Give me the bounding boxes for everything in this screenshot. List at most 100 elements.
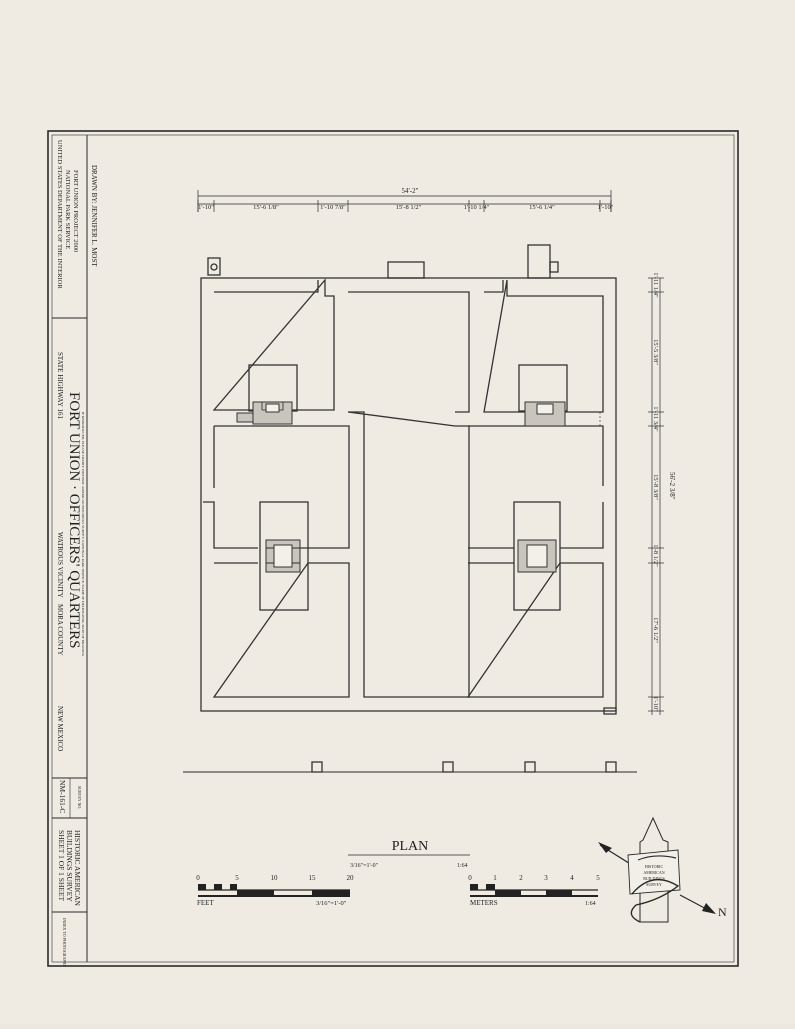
drawn-by: DRAWN BY: JENNIFER L. MOST (90, 165, 98, 267)
monument-text-1: HISTORIC (645, 864, 664, 869)
north-arrow: N HISTORIC AMERICAN BUILDINGS SURVEY (598, 816, 727, 923)
feet-bar-fill (312, 890, 350, 896)
feet-scale-bar (198, 884, 350, 897)
fireplace-nw (236, 401, 293, 425)
index-note: INDEX TO PHOTOGRAPHS (62, 918, 67, 967)
room-w-mid (203, 425, 350, 549)
title-block: DRAWN BY: JENNIFER L. MOST FORT UNION PR… (52, 135, 98, 967)
feet-scale: 0 5 10 15 20 FEET 3/16"=1'-0" (196, 874, 354, 907)
habs-monument-icon: HISTORIC AMERICAN BUILDINGS SURVEY (627, 816, 681, 923)
agency-line-1: NATIONAL PARK SERVICE (64, 170, 71, 249)
feet-tick-label: 15 (309, 874, 317, 882)
agency-line-2: UNITED STATES DEPARTMENT OF THE INTERIOR (56, 140, 63, 289)
right-dim-label: 17'-6 1/2" (652, 617, 659, 643)
monument-text-3: BUILDINGS (643, 876, 665, 881)
monument-text-2: AMERICAN (643, 870, 664, 875)
meters-bar-fill (470, 884, 478, 890)
room-sw (212, 562, 350, 698)
top-dim-label: 1'-10 1/4" (464, 204, 490, 211)
feet-bar-fill (230, 884, 237, 890)
meters-tick-label: 5 (596, 874, 600, 882)
room-ne (483, 279, 604, 413)
right-dimension-ticks (648, 277, 664, 712)
feet-label: FEET (197, 899, 214, 907)
meters-bar-fill (546, 890, 572, 896)
right-dim-label: 1'-11 3/4" (652, 406, 659, 432)
top-dim-label: 1'-10" (198, 204, 214, 211)
meters-bar-fill (495, 890, 521, 896)
feet-scale-ticks: 0 5 10 15 20 (196, 874, 354, 882)
north-arrow-head-icon (702, 903, 716, 914)
right-dim-label: 1'-10" (652, 696, 659, 712)
room-e-mid (468, 425, 604, 549)
sheet-inner-border (51, 134, 735, 963)
sheet-number: SHEET 1 OF 1 SHEET (57, 830, 66, 902)
meters-tick-label: 3 (544, 874, 548, 882)
state-line: NEW MEXICO (56, 706, 64, 751)
plan-scale-1-64: 1:64 (457, 863, 468, 869)
north-label: N (718, 905, 727, 919)
meters-scale-ticks: 0 1 2 3 4 5 (468, 874, 600, 882)
fireplace-ne (524, 401, 566, 427)
feet-tick-label: 0 (196, 874, 200, 882)
ext-chimney-stub (387, 261, 425, 279)
meters-tick-label: 2 (519, 874, 523, 882)
feet-bar-fill (237, 890, 274, 896)
plan-label: PLAN (392, 839, 429, 854)
location-line: STATE HIGHWAY 161 (56, 352, 64, 419)
hall-chimney-e (513, 501, 561, 611)
meters-label: METERS (470, 899, 498, 907)
ext-step-2 (549, 261, 559, 273)
feet-bar-fill (198, 884, 206, 890)
meters-tick-label: 0 (468, 874, 472, 882)
foundation-line (183, 761, 637, 773)
drawing-title: FORT UNION · OFFICERS' QUARTERS (66, 392, 82, 649)
fireplace-w-double (265, 539, 301, 573)
top-dimension-ticks (197, 200, 612, 212)
feet-bar-fill (214, 884, 222, 890)
reproduction-note: IF REPRODUCED, PLEASE CREDIT: HISTORIC A… (80, 412, 85, 657)
right-dimensions: 56'-2 3/8" 1'-11 1/4"15'-5 3/8"1'-11 3/4… (648, 272, 676, 715)
hall-chimney-w (259, 501, 309, 611)
plan-scale-ratio: 3/16"=1'-0" (350, 863, 379, 869)
project-name: FORT UNION PROJECT 2000 (72, 170, 79, 252)
feet-tick-label: 10 (271, 874, 279, 882)
right-dim-label: 15'-5 3/8" (652, 339, 659, 365)
meters-scale-bar (470, 884, 598, 897)
outer-wall (200, 277, 617, 712)
top-dim-label: 1'-10" (598, 204, 614, 211)
monument-text-4: SURVEY (646, 882, 662, 887)
vicinity-line: WATROUS VICINITY (56, 532, 64, 598)
county-line: MORA COUNTY (56, 604, 64, 656)
right-dim-label: 15'-8 3/8" (652, 474, 659, 500)
feet-ratio: 3/16"=1'-0" (316, 900, 347, 907)
room-nw (212, 278, 335, 411)
survey-number-label: SURVEY NO. (77, 786, 82, 809)
ext-post (207, 257, 221, 276)
right-dimension-labels: 1'-11 1/4"15'-5 3/8"1'-11 3/4"15'-8 3/8"… (652, 272, 659, 712)
sheet-border (47, 130, 739, 967)
feet-tick-label: 20 (347, 874, 355, 882)
meters-tick-label: 4 (570, 874, 574, 882)
fireplace-e-double (517, 539, 557, 573)
feet-tick-label: 5 (235, 874, 239, 882)
top-dim-label: 15'-6 1/4" (529, 204, 555, 211)
center-hall (347, 291, 470, 698)
top-dim-label: 1'-10 7/8" (320, 204, 346, 211)
top-dim-label: 15'-6 1/8" (253, 204, 279, 211)
ext-step (527, 244, 551, 279)
floor-plan (200, 244, 617, 715)
survey-number: NM-161-C (58, 780, 67, 813)
overall-width-label: 54'-2" (402, 187, 419, 195)
habs-line-1: HISTORIC AMERICAN (73, 830, 82, 906)
meters-tick-label: 1 (493, 874, 497, 882)
habs-line-2: BUILDINGS SURVEY (65, 830, 74, 902)
meters-scale: 0 1 2 3 4 5 METERS 1:64 (468, 874, 600, 907)
overall-depth-label: 56'-2 3/8" (668, 472, 676, 500)
meters-ratio: 1:64 (585, 901, 596, 907)
top-dim-label: 15'-8 1/2" (396, 204, 422, 211)
top-dimension-labels: 1'-10" 15'-6 1/8" 1'-10 7/8" 15'-8 1/2" 1'-1… (198, 204, 614, 211)
meters-bar-fill (486, 884, 495, 890)
